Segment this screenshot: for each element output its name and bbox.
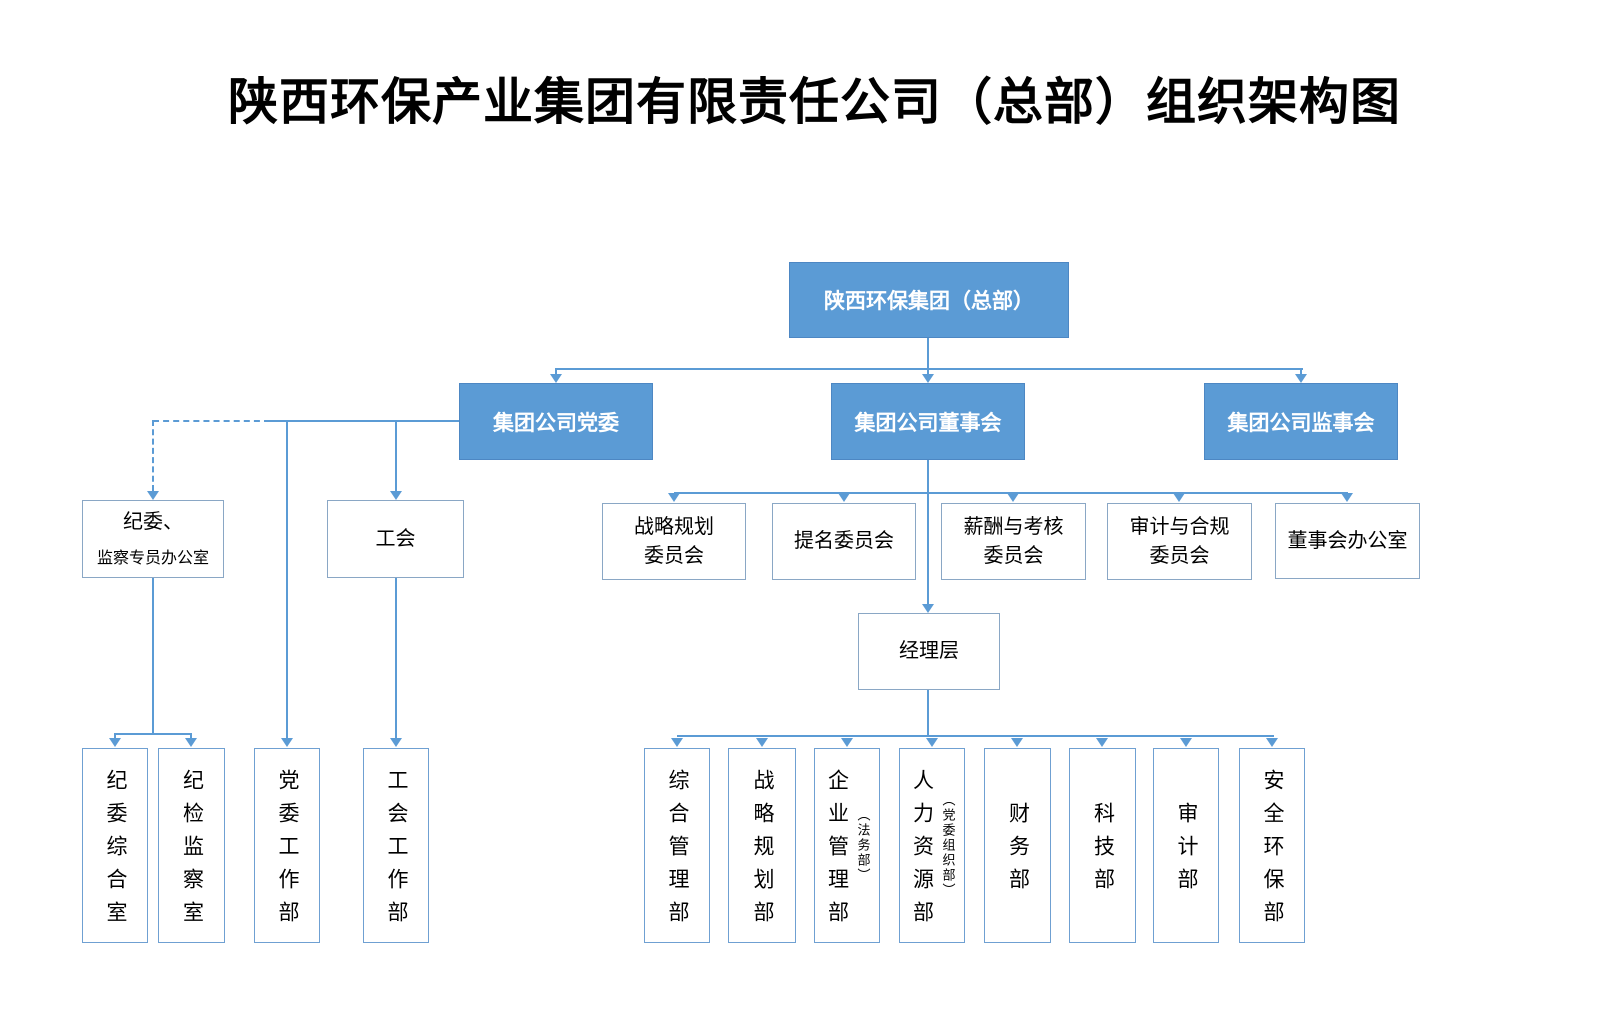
dept-finance-label: 财务部: [1006, 802, 1030, 901]
dept-strategic-planning-label: 战略规划部: [751, 769, 774, 934]
connector-stub-jw: [114, 733, 116, 739]
node-committee-strategic-planning: 战略规划 委员会: [602, 503, 746, 580]
node-discipline-general-office: 纪委综合室: [82, 748, 148, 943]
arrow-dept-7: [1180, 738, 1192, 747]
node-dept-finance: 财务部: [984, 748, 1051, 943]
node-discipline-office-line1: 纪委、: [123, 510, 183, 533]
node-dept-science-technology: 科技部: [1069, 748, 1136, 943]
node-dept-human-resources: 人力资源部 （党委组织部）: [899, 748, 965, 943]
connector-stub-supervisory: [1300, 368, 1302, 375]
committee-strategic-line1: 战略规划: [634, 515, 714, 538]
arrow-union: [390, 491, 402, 500]
connector-union-down: [395, 420, 397, 491]
node-labor-union: 工会: [327, 500, 464, 578]
node-dept-strategic-planning: 战略规划部: [728, 748, 796, 943]
node-discipline-office: 纪委、 监察专员办公室: [82, 500, 224, 578]
party-work-dept-label: 党委工作部: [276, 769, 299, 934]
arrow-party-work-dept: [281, 738, 293, 747]
arrow-discipline-office: [147, 491, 159, 500]
node-board-office: 董事会办公室: [1275, 503, 1420, 579]
arrow-dept-1: [671, 738, 683, 747]
connector-top-horizontal: [556, 368, 1303, 370]
node-discipline-office-line2: 监察专员办公室: [96, 549, 209, 567]
connector-party-work-down: [286, 420, 288, 739]
connector-stub-party: [555, 368, 557, 375]
arrow-dept-8: [1266, 738, 1278, 747]
node-committee-audit-compliance: 审计与合规 委员会: [1107, 503, 1252, 580]
node-discipline-inspection-office: 纪检监察室: [158, 748, 225, 943]
committee-strategic-line2: 委员会: [644, 544, 704, 567]
node-dept-general-management: 综合管理部: [644, 748, 710, 943]
committee-audit-line1: 审计与合规: [1129, 515, 1230, 538]
node-board-of-directors: 集团公司董事会: [831, 383, 1025, 460]
connector-hq-down: [927, 338, 929, 374]
arrow-dept-4: [926, 738, 938, 747]
node-union-work-dept: 工会工作部: [363, 748, 429, 943]
dept-general-management-label: 综合管理部: [666, 769, 689, 934]
connector-union-work-down: [395, 578, 397, 739]
node-dept-safety-environment: 安全环保部: [1239, 748, 1305, 943]
node-dept-audit: 审计部: [1153, 748, 1219, 943]
node-committee-nomination: 提名委员会: [772, 503, 916, 580]
union-work-dept-label: 工会工作部: [385, 769, 408, 934]
node-dept-enterprise-management: 企业管理部 （法务部）: [814, 748, 880, 943]
connector-management-down: [927, 690, 929, 735]
node-labor-union-label: 工会: [375, 527, 416, 550]
arrow-management: [922, 604, 934, 613]
arrow-union-work-dept: [390, 738, 402, 747]
arrow-board-office: [1341, 493, 1353, 502]
node-board-label: 集团公司董事会: [854, 411, 1002, 435]
dept-enterprise-management-sub: （法务部）: [855, 808, 871, 883]
node-party-committee-label: 集团公司党委: [493, 411, 619, 435]
connector-discipline-split: [114, 733, 192, 735]
board-office-line1: 董事会办公室: [1287, 529, 1408, 552]
arrow-committee-compensation: [1007, 493, 1019, 502]
discipline-general-office-label: 纪委综合室: [104, 769, 127, 934]
node-supervisory-board: 集团公司监事会: [1204, 383, 1398, 460]
dept-human-resources-sub: （党委组织部）: [940, 793, 956, 898]
dept-human-resources-label: 人力资源部: [910, 769, 934, 934]
connector-discipline-down: [152, 578, 154, 735]
discipline-inspection-office-label: 纪检监察室: [180, 769, 204, 934]
arrow-dept-5: [1011, 738, 1023, 747]
node-party-work-dept: 党委工作部: [254, 748, 320, 943]
arrow-party: [550, 374, 562, 383]
committee-compensation-line1: 薪酬与考核: [963, 515, 1064, 538]
connector-party-left-solid: [270, 420, 459, 422]
node-party-committee: 集团公司党委: [459, 383, 653, 460]
arrow-dept-6: [1096, 738, 1108, 747]
arrow-committee-audit: [1173, 493, 1185, 502]
arrow-dept-2: [756, 738, 768, 747]
dept-enterprise-management-label: 企业管理部: [825, 769, 849, 934]
arrow-committee-strategic: [668, 493, 680, 502]
node-management-level: 经理层: [858, 613, 1000, 690]
page-title: 陕西环保产业集团有限责任公司（总部）组织架构图: [228, 72, 1401, 131]
committee-audit-line2: 委员会: [1149, 544, 1210, 567]
connector-board-down: [927, 460, 929, 605]
node-hq: 陕西环保集团（总部）: [789, 262, 1069, 338]
connector-party-left-dashed: [153, 420, 270, 422]
committee-compensation-line2: 委员会: [983, 544, 1044, 567]
dept-science-technology-label: 科技部: [1091, 802, 1115, 901]
connector-discipline-down-dashed: [152, 420, 154, 491]
node-supervisory-label: 集团公司监事会: [1227, 411, 1375, 435]
committee-nomination-line1: 提名委员会: [794, 530, 894, 552]
arrow-board: [922, 374, 934, 383]
node-management-label: 经理层: [899, 640, 959, 662]
dept-safety-environment-label: 安全环保部: [1261, 769, 1284, 934]
arrow-committee-nomination: [838, 493, 850, 502]
arrow-discipline-inspection: [185, 738, 197, 747]
arrow-dept-3: [841, 738, 853, 747]
node-committee-compensation-appraisal: 薪酬与考核 委员会: [941, 503, 1086, 580]
arrow-discipline-general: [109, 738, 121, 747]
connector-dept-horizontal: [677, 735, 1274, 737]
connector-stub-jj: [190, 733, 192, 739]
node-hq-label: 陕西环保集团（总部）: [824, 290, 1034, 313]
arrow-supervisory: [1295, 374, 1307, 383]
dept-audit-label: 审计部: [1175, 802, 1198, 901]
